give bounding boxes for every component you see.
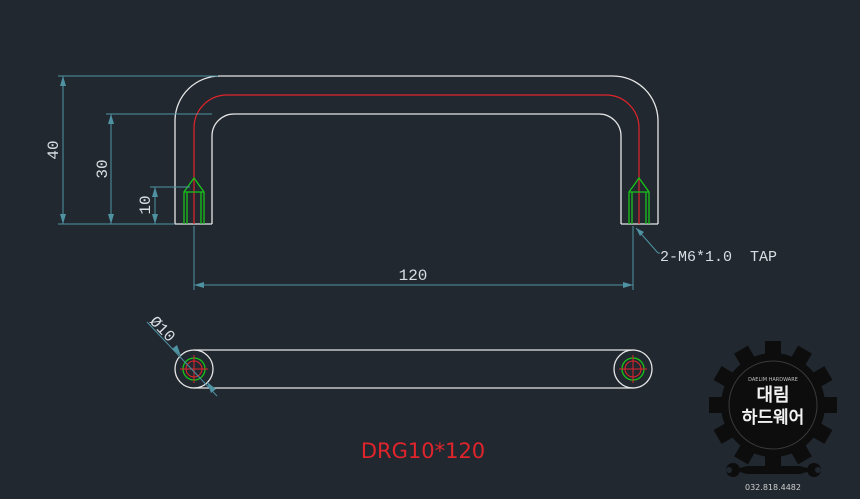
part-name-title: DRG10*120 — [361, 439, 485, 463]
tap-callout-arrow — [636, 228, 644, 236]
dimension-arrows-vertical — [60, 76, 158, 224]
handle-front-view — [174, 75, 659, 225]
dim-diameter-10: Ø10 — [145, 313, 178, 346]
handle-centerline — [193, 94, 640, 224]
logo-line-1: 대림 — [756, 385, 789, 406]
dimension-lines-vertical — [58, 75, 218, 225]
handle-inner-outline — [211, 113, 622, 224]
logo-line-2: 하드웨어 — [742, 408, 805, 428]
gear-inner-ring — [728, 360, 818, 450]
diameter-arrows — [172, 345, 216, 393]
handle-outer-outline — [174, 75, 659, 224]
left-end-outer-circle — [174, 349, 214, 389]
dim-height-40: 40 — [45, 140, 63, 159]
gear-body — [721, 353, 825, 457]
dim-span-120: 120 — [399, 267, 428, 285]
left-tap-hole — [183, 176, 205, 224]
dimension-line-span — [193, 226, 634, 290]
right-tap-hole — [628, 176, 650, 224]
handle-top-view — [174, 349, 653, 389]
right-end-outer-circle — [613, 349, 653, 389]
dimension-arrows-span — [194, 282, 633, 288]
dim-height-30: 30 — [94, 159, 112, 178]
wrench-icon — [733, 466, 813, 474]
top-view-holes — [180, 355, 647, 383]
logo-small-bottom: 032.818.4482 — [745, 483, 801, 492]
company-logo: DAELIM HARDWARE 대림 하드웨어 032.818.4482 — [709, 341, 837, 492]
logo-small-top: DAELIM HARDWARE — [748, 377, 798, 383]
dim-height-10: 10 — [137, 195, 155, 214]
diameter-leader — [146, 321, 218, 397]
tap-callout-text: 2-M6*1.0 TAP — [660, 249, 777, 266]
